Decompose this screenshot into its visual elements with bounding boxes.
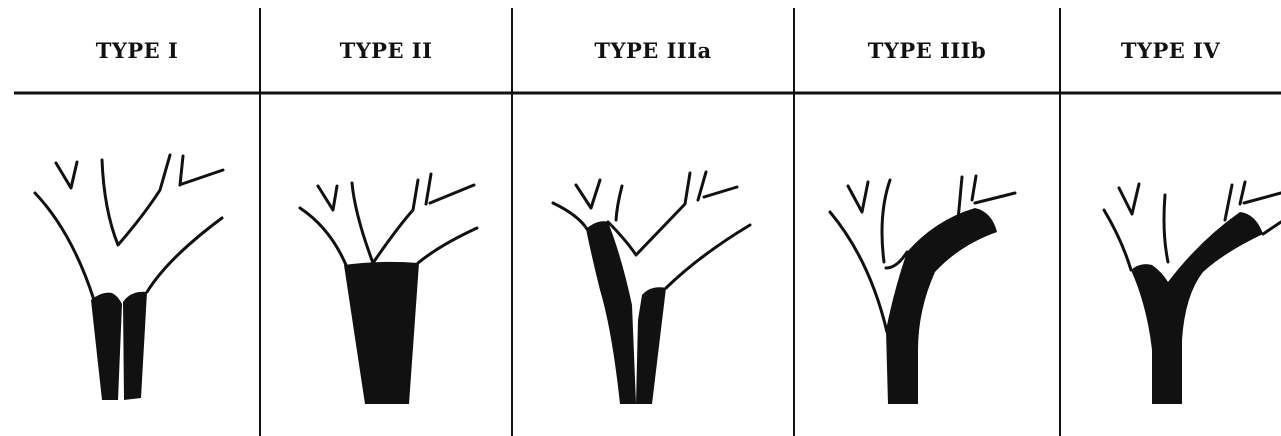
type3a-bifurcation (553, 172, 750, 404)
type3a-duct-outline (553, 172, 750, 288)
header-type3a: TYPE IIIa (512, 30, 794, 70)
header-type4: TYPE IV (1060, 30, 1281, 70)
type2-duct-outline (300, 174, 477, 265)
type4-confluence-fill (1131, 212, 1263, 404)
type3a-right-stump (636, 287, 666, 404)
header-type3b: TYPE IIIb (794, 30, 1060, 70)
type1-duct-outline (35, 155, 223, 300)
type2-bifurcation (300, 174, 477, 404)
type3a-left-branch-fill (586, 221, 636, 404)
type3b-bifurcation (830, 176, 1015, 404)
header-type1: TYPE I (14, 30, 260, 70)
type2-trunk-fill (344, 262, 419, 404)
type3b-right-branch-fill (886, 208, 997, 404)
type4-bifurcation (1104, 182, 1281, 404)
type1-bifurcation (35, 155, 223, 400)
type1-right-stump (123, 292, 147, 400)
header-type2: TYPE II (260, 30, 512, 70)
type1-left-stump (91, 293, 122, 400)
